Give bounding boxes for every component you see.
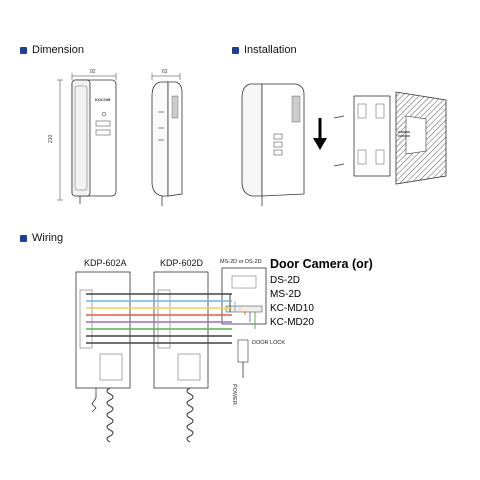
wiring-title: Wiring <box>32 232 64 244</box>
dimension-front-view: 92 210 KOCOM <box>48 69 117 204</box>
terminal-block <box>79 289 93 349</box>
door-camera-title: Door Camera (or) <box>270 257 373 271</box>
plug-icon <box>91 397 97 413</box>
unit-b-label: KDP-602D <box>160 258 204 268</box>
height-dimension-label: 210 <box>48 134 54 143</box>
coiled-cord <box>186 387 194 443</box>
door-lock-label: DOOR LOCK <box>252 340 285 346</box>
width-dimension-label: 92 <box>90 69 96 75</box>
door-camera-model: KC-MD20 <box>270 317 314 328</box>
depth-dimension-label: 62 <box>162 69 168 75</box>
coiled-cord <box>106 387 114 443</box>
unit-a-label: KDP-602A <box>84 258 127 268</box>
terminal-block <box>157 289 171 349</box>
bullet-icon <box>20 47 27 54</box>
installation-illustration <box>241 83 447 206</box>
door-camera-model: DS-2D <box>270 275 300 286</box>
door-camera-model: KC-MD10 <box>270 303 314 314</box>
screw-icon <box>333 163 345 167</box>
wall-box <box>405 115 427 155</box>
screw-icon <box>333 115 345 119</box>
down-arrow-head-icon <box>313 138 327 150</box>
dimension-side-view: 62 <box>151 69 183 206</box>
door-camera-model: MS-2D <box>270 289 301 300</box>
camera-terminal <box>225 305 263 313</box>
wire-group <box>86 293 256 344</box>
installation-title: Installation <box>244 44 297 56</box>
bullet-icon <box>232 47 239 54</box>
power-label: POWER <box>231 384 237 405</box>
bullet-icon <box>20 235 27 242</box>
door-lock-wiring: DOOR LOCK POWER <box>231 339 285 405</box>
door-camera-module: MS-2D or DS-2D <box>220 259 267 325</box>
dimension-title: Dimension <box>32 44 84 56</box>
unit-a <box>75 271 131 443</box>
brand-logo: KOCOM <box>95 97 111 102</box>
camera-model-label: MS-2D or DS-2D <box>220 259 262 265</box>
unit-b <box>153 271 209 443</box>
